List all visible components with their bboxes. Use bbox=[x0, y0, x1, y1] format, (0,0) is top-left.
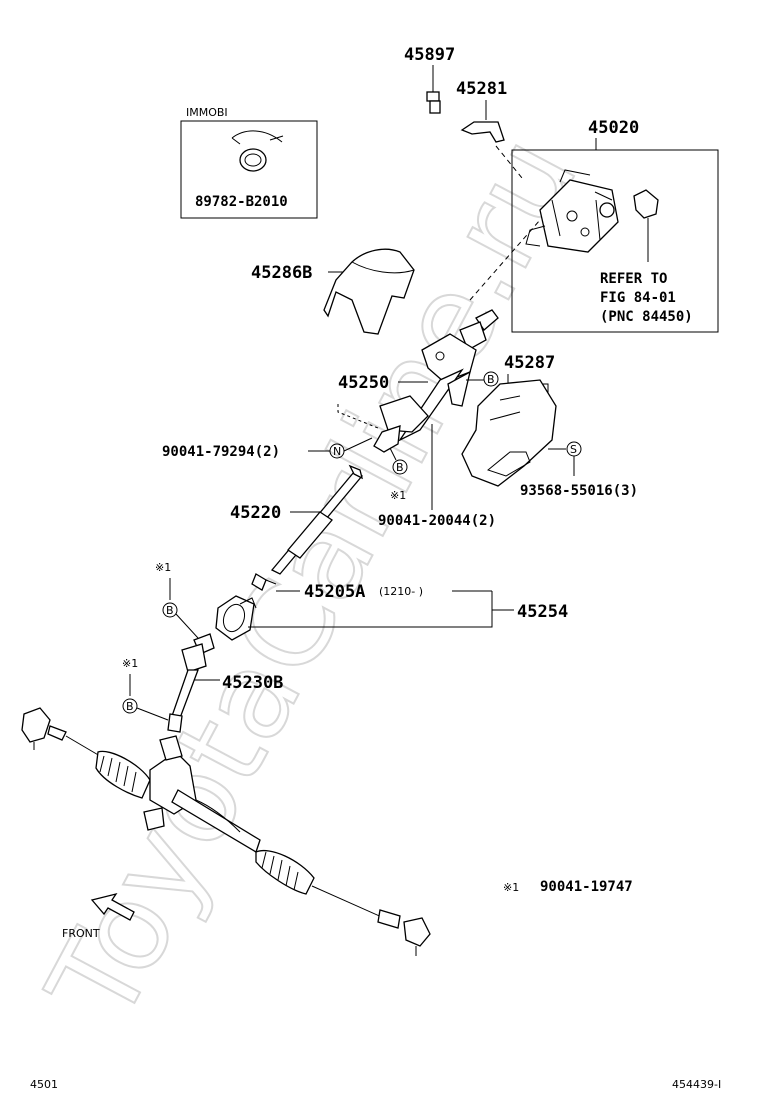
immobi-header: IMMOBI bbox=[186, 106, 228, 119]
note-part-number: 90041-19747 bbox=[540, 879, 633, 895]
refer-line1: REFER TO bbox=[600, 271, 667, 287]
front-arrow-icon bbox=[90, 892, 135, 921]
footer-left: 4501 bbox=[30, 1078, 58, 1091]
part-45897-bolt bbox=[426, 91, 441, 114]
callout-s-text: S bbox=[570, 443, 577, 456]
label-45020: 45020 bbox=[588, 118, 639, 138]
part-45286B-upper-cover bbox=[323, 248, 415, 335]
callout-b-upper: B bbox=[466, 371, 499, 387]
note-x1-lower-left: ※1 bbox=[122, 657, 138, 670]
label-45254: 45254 bbox=[517, 602, 568, 622]
callout-b-left-lower-text: B bbox=[126, 700, 134, 713]
label-45205A: 45205A bbox=[304, 582, 365, 602]
callout-s: S bbox=[548, 441, 582, 476]
callout-b-mid: B bbox=[389, 447, 408, 475]
label-45205A-note: (1210- ) bbox=[379, 585, 423, 598]
part-45281-bracket bbox=[460, 121, 505, 143]
callout-b-mid-text: B bbox=[396, 461, 404, 474]
part-45254-boot bbox=[215, 595, 257, 641]
immobi-box: IMMOBI 89782-B2010 bbox=[180, 106, 318, 219]
part-45220-intermediate-shaft bbox=[270, 464, 364, 575]
callout-n-text: N bbox=[333, 445, 341, 458]
label-45286B: 45286B bbox=[251, 263, 312, 283]
label-45281: 45281 bbox=[456, 79, 507, 99]
refer-line2: FIG 84-01 bbox=[600, 290, 676, 306]
part-45287-lower-cover bbox=[461, 379, 557, 487]
label-45250: 45250 bbox=[338, 373, 389, 393]
label-45220: 45220 bbox=[230, 503, 281, 523]
footer-right: 454439-I bbox=[672, 1078, 721, 1091]
label-45230B: 45230B bbox=[222, 673, 283, 693]
part-steering-rack-gear bbox=[21, 707, 431, 956]
note-x1-mid: ※1 bbox=[390, 489, 406, 502]
immobi-coil-part bbox=[231, 130, 284, 172]
label-45897: 45897 bbox=[404, 45, 455, 65]
label-93568-55016: 93568-55016(3) bbox=[520, 483, 638, 499]
callout-b-left-upper: B bbox=[162, 602, 199, 639]
part-45020-cylinder bbox=[633, 189, 659, 262]
part-45250-column bbox=[373, 309, 499, 453]
part-45205A-bolt bbox=[251, 573, 277, 591]
callout-b-left-lower: B bbox=[122, 698, 169, 721]
part-45230B-lower-shaft bbox=[167, 633, 215, 733]
note-marker: ※1 bbox=[503, 881, 519, 894]
label-90041-20044: 90041-20044(2) bbox=[378, 513, 496, 529]
label-45287: 45287 bbox=[504, 353, 555, 373]
note-x1-upper-left: ※1 bbox=[155, 561, 171, 574]
part-45020-lock-assembly bbox=[525, 169, 619, 253]
callout-b-upper-text: B bbox=[487, 373, 495, 386]
refer-line3: (PNC 84450) bbox=[600, 309, 693, 325]
immobi-part-number: 89782-B2010 bbox=[195, 194, 288, 210]
callout-b-left-upper-text: B bbox=[166, 604, 174, 617]
front-label: FRONT bbox=[62, 927, 100, 940]
label-90041-79294: 90041-79294(2) bbox=[162, 444, 280, 460]
